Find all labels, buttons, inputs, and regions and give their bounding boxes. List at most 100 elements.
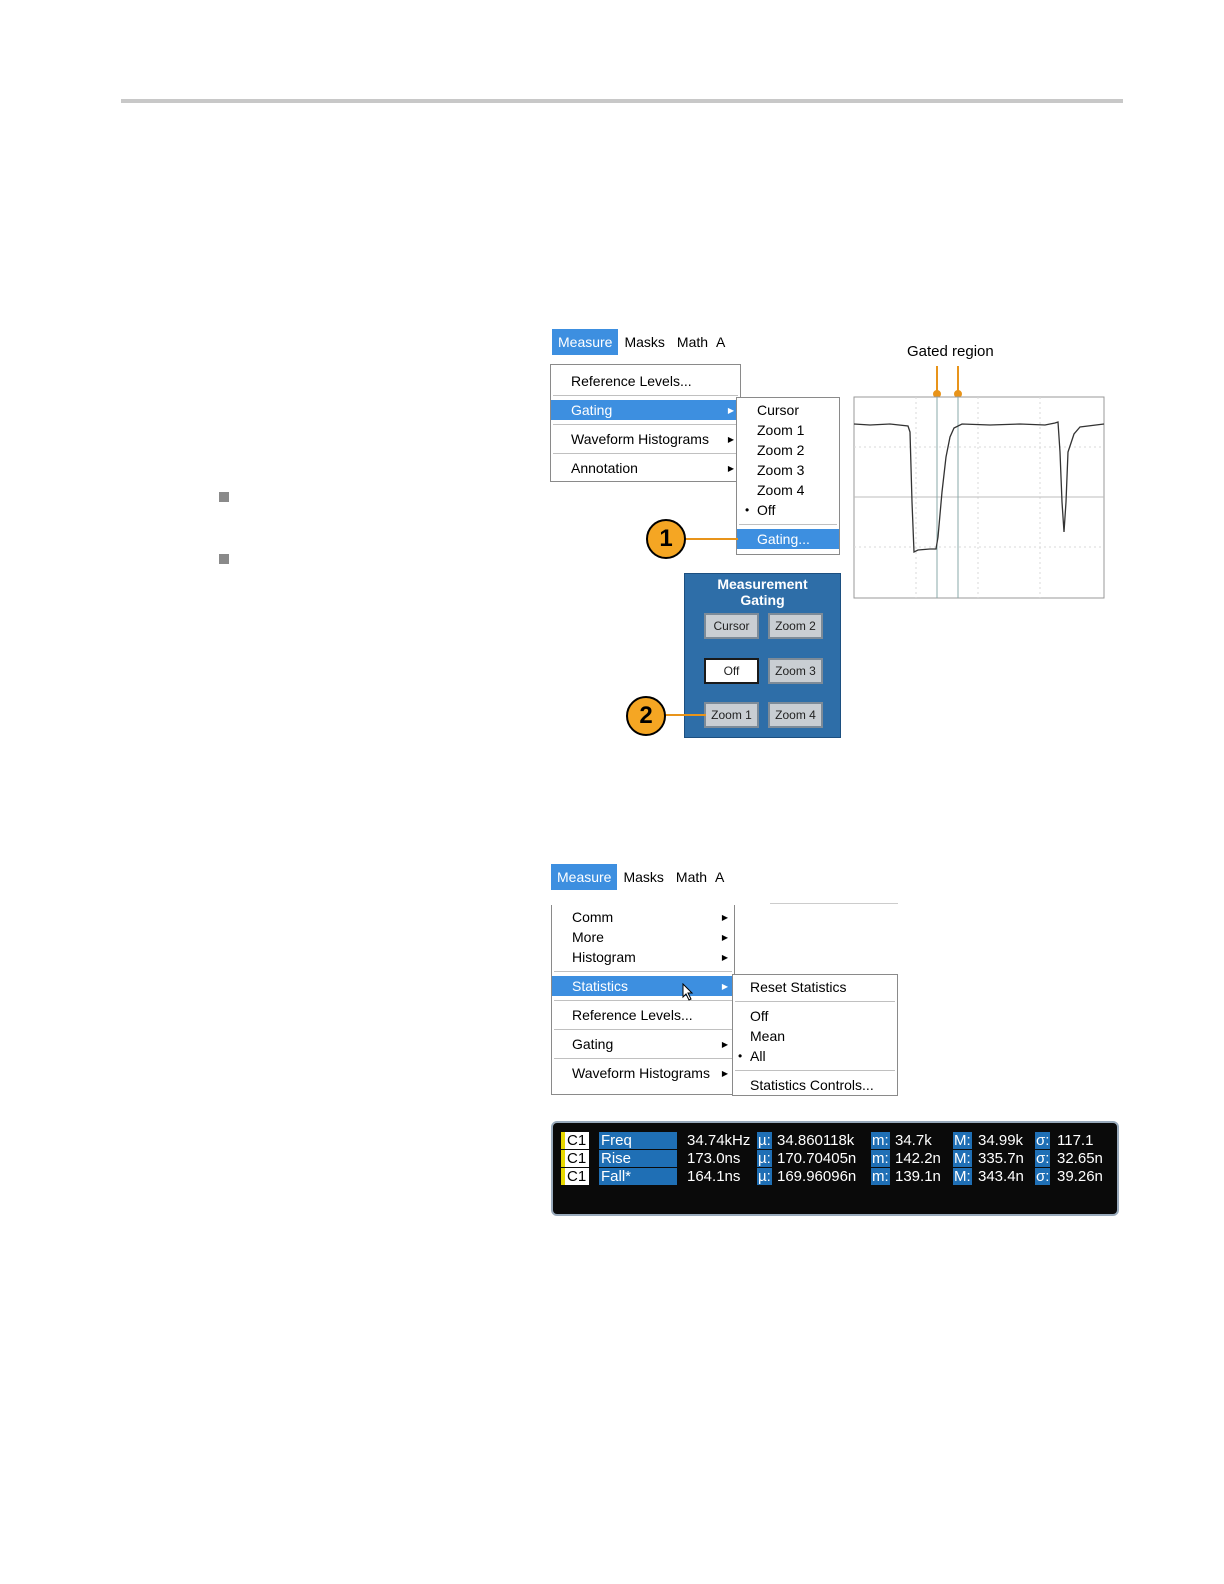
menu-separator bbox=[553, 453, 738, 454]
menu-item-label: Off bbox=[750, 1008, 769, 1024]
gating-zoom4-button[interactable]: Zoom 4 bbox=[768, 702, 823, 728]
submenu-arrow-icon: ▶ bbox=[721, 1068, 728, 1078]
callout-number: 2 bbox=[639, 702, 653, 729]
measurement-name: Rise bbox=[599, 1150, 677, 1167]
max-value: 335.7n bbox=[978, 1150, 1024, 1167]
measurement-value: 34.74kHz bbox=[687, 1132, 751, 1149]
menu-separator bbox=[554, 1000, 732, 1001]
header-rule bbox=[121, 99, 1123, 103]
menu-measure[interactable]: Measure bbox=[551, 864, 618, 890]
submenu-arrow-icon: ▶ bbox=[727, 434, 734, 444]
submenu-item-zoom4[interactable]: Zoom 4 bbox=[737, 480, 839, 500]
waveform-display bbox=[853, 366, 1105, 599]
menu-math[interactable]: Math bbox=[675, 869, 708, 885]
measurement-value: 173.0ns bbox=[687, 1150, 741, 1167]
mean-label: µ: bbox=[757, 1150, 772, 1167]
menu-item-label: More bbox=[572, 929, 604, 945]
callout-number: 1 bbox=[659, 525, 673, 552]
selected-bullet-icon: • bbox=[738, 1049, 743, 1063]
panel-title-line1: Measurement bbox=[717, 576, 808, 592]
submenu-item-zoom2[interactable]: Zoom 2 bbox=[737, 440, 839, 460]
menu-item-label: Zoom 2 bbox=[757, 442, 805, 458]
menu-separator bbox=[554, 1029, 732, 1030]
gating-zoom3-button[interactable]: Zoom 3 bbox=[768, 658, 823, 684]
menu-separator bbox=[553, 424, 738, 425]
max-label: M: bbox=[953, 1150, 972, 1167]
max-label: M: bbox=[953, 1132, 972, 1149]
mean-value: 169.96096n bbox=[777, 1168, 857, 1185]
menu-item-label: Gating bbox=[571, 402, 613, 418]
menu-item-label: Gating... bbox=[757, 531, 810, 547]
menu-item-reference-levels[interactable]: Reference Levels... bbox=[551, 371, 740, 391]
submenu-arrow-icon: ▶ bbox=[721, 981, 728, 991]
measurement-name: Fall* bbox=[599, 1168, 677, 1185]
min-value: 142.2n bbox=[895, 1150, 941, 1167]
menu-item-more[interactable]: More ▶ bbox=[552, 927, 734, 947]
menu-item-annotation[interactable]: Annotation▶ bbox=[551, 458, 740, 478]
menu-truncated[interactable]: A bbox=[716, 334, 726, 350]
submenu-item-zoom3[interactable]: Zoom 3 bbox=[737, 460, 839, 480]
menu-item-reference-levels[interactable]: Reference Levels... bbox=[552, 1005, 734, 1025]
submenu-item-zoom1[interactable]: Zoom 1 bbox=[737, 420, 839, 440]
gating-off-button[interactable]: Off bbox=[704, 658, 759, 684]
submenu-item-off[interactable]: •Off bbox=[737, 500, 839, 520]
menu-separator bbox=[554, 971, 732, 972]
menu-item-histogram[interactable]: Histogram▶ bbox=[552, 947, 734, 967]
submenu-item-statistics-controls[interactable]: Statistics Controls... bbox=[733, 1075, 897, 1095]
sd-value: 117.1 bbox=[1057, 1132, 1094, 1149]
submenu-item-off[interactable]: Off bbox=[733, 1006, 897, 1026]
gating-zoom1-button[interactable]: Zoom 1 bbox=[704, 702, 759, 728]
sd-value: 32.65n bbox=[1057, 1150, 1103, 1167]
gating-zoom2-button[interactable]: Zoom 2 bbox=[768, 613, 823, 639]
submenu-arrow-icon: ▶ bbox=[721, 912, 728, 922]
menu-item-label: Statistics Controls... bbox=[750, 1077, 874, 1093]
menu-separator bbox=[553, 395, 738, 396]
menu-item-waveform-histograms[interactable]: Waveform Histograms ▶ bbox=[552, 1063, 734, 1083]
callout-1-leader bbox=[686, 538, 738, 540]
menu-separator bbox=[739, 524, 837, 525]
submenu-item-reset-statistics[interactable]: Reset Statistics bbox=[733, 977, 897, 997]
measurement-statistics-readout: C1 Freq 34.74kHz µ: 34.860118k m: 34.7k … bbox=[551, 1121, 1119, 1216]
menu-item-comm[interactable]: Comm▶ bbox=[552, 907, 734, 927]
menu-separator bbox=[554, 1058, 732, 1059]
submenu-item-all[interactable]: •All bbox=[733, 1046, 897, 1066]
gated-region-label: Gated region bbox=[907, 343, 994, 360]
min-label: m: bbox=[871, 1168, 890, 1185]
menu-item-gating[interactable]: Gating▶ bbox=[551, 400, 740, 420]
callout-2-leader bbox=[664, 714, 706, 716]
menu-item-statistics[interactable]: Statistics▶ bbox=[552, 976, 734, 996]
menu-item-gating[interactable]: Gating▶ bbox=[552, 1034, 734, 1054]
menu-item-label: Waveform Histograms bbox=[571, 431, 709, 447]
menu-item-label: Waveform Histograms bbox=[572, 1065, 710, 1081]
menu-item-label: Off bbox=[757, 502, 776, 518]
submenu-arrow-icon: ▶ bbox=[721, 952, 728, 962]
menu-item-label: Reference Levels... bbox=[571, 373, 692, 389]
menu-item-label: Zoom 3 bbox=[757, 462, 805, 478]
min-value: 34.7k bbox=[895, 1132, 932, 1149]
submenu-item-gating-dialog[interactable]: Gating... bbox=[737, 529, 839, 549]
mean-label: µ: bbox=[757, 1168, 772, 1185]
panel-title-line2: Gating bbox=[740, 592, 785, 608]
divider bbox=[770, 903, 898, 904]
menu-truncated[interactable]: A bbox=[715, 869, 725, 885]
menu-masks[interactable]: Masks bbox=[624, 334, 665, 350]
menu-measure[interactable]: Measure bbox=[552, 329, 619, 355]
menu-item-waveform-histograms[interactable]: Waveform Histograms ▶ bbox=[551, 429, 740, 449]
measurement-value: 164.1ns bbox=[687, 1168, 741, 1185]
submenu-arrow-icon: ▶ bbox=[727, 463, 734, 473]
menu-item-label: Cursor bbox=[757, 402, 800, 418]
mean-value: 170.70405n bbox=[777, 1150, 857, 1167]
measure-menu-2: Comm▶ More ▶ Histogram▶ Statistics▶ Refer… bbox=[551, 905, 735, 1095]
submenu-item-mean[interactable]: Mean bbox=[733, 1026, 897, 1046]
statistics-submenu: Reset Statistics Off Mean •All Statistic… bbox=[732, 974, 898, 1096]
min-value: 139.1n bbox=[895, 1168, 941, 1185]
callout-2: 2 bbox=[626, 696, 666, 736]
submenu-arrow-icon: ▶ bbox=[721, 932, 728, 942]
mean-value: 34.860118k bbox=[777, 1132, 855, 1149]
submenu-item-cursor[interactable]: Cursor bbox=[737, 400, 839, 420]
menu-math[interactable]: Math bbox=[676, 334, 709, 350]
menu-item-label: Gating bbox=[572, 1036, 614, 1052]
gating-cursor-button[interactable]: Cursor bbox=[704, 613, 759, 639]
menu-masks[interactable]: Masks bbox=[623, 869, 664, 885]
menu-item-label: Reference Levels... bbox=[572, 1007, 693, 1023]
